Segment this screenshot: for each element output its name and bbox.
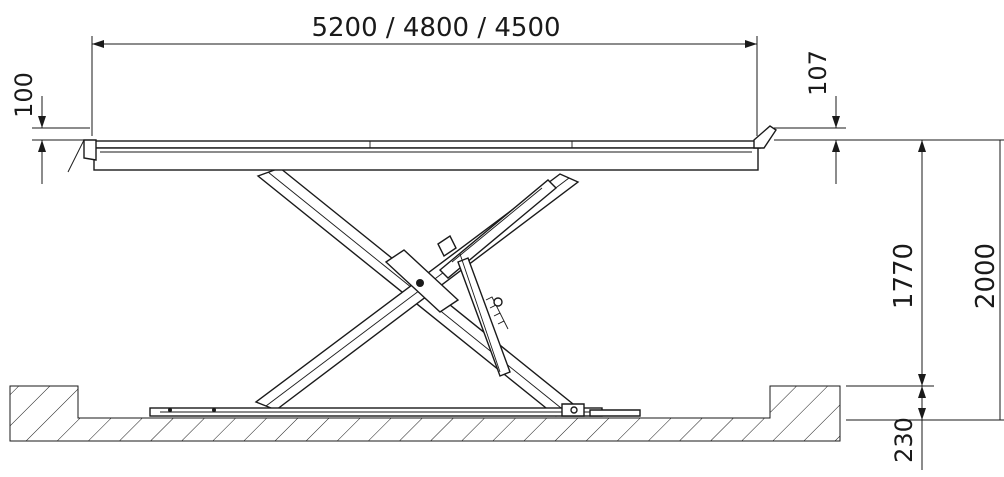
platform [67,125,777,173]
base-frame [149,403,641,417]
dimension-right-offset-label: 107 [804,50,832,96]
dimension-right-offset [774,96,1004,184]
foundation [9,385,841,442]
scissor-arms [254,167,580,417]
dimension-left-height [32,96,90,184]
dimension-lift-height-label: 1770 [889,243,919,309]
dimension-total-height-label: 2000 [971,243,1001,309]
dimension-pit-depth-label: 230 [890,417,918,463]
dimension-length [91,36,758,136]
dimension-length-label: 5200 / 4800 / 4500 [311,13,560,43]
dimension-lift-height [846,140,1004,470]
dimension-left-height-label: 100 [10,72,38,118]
